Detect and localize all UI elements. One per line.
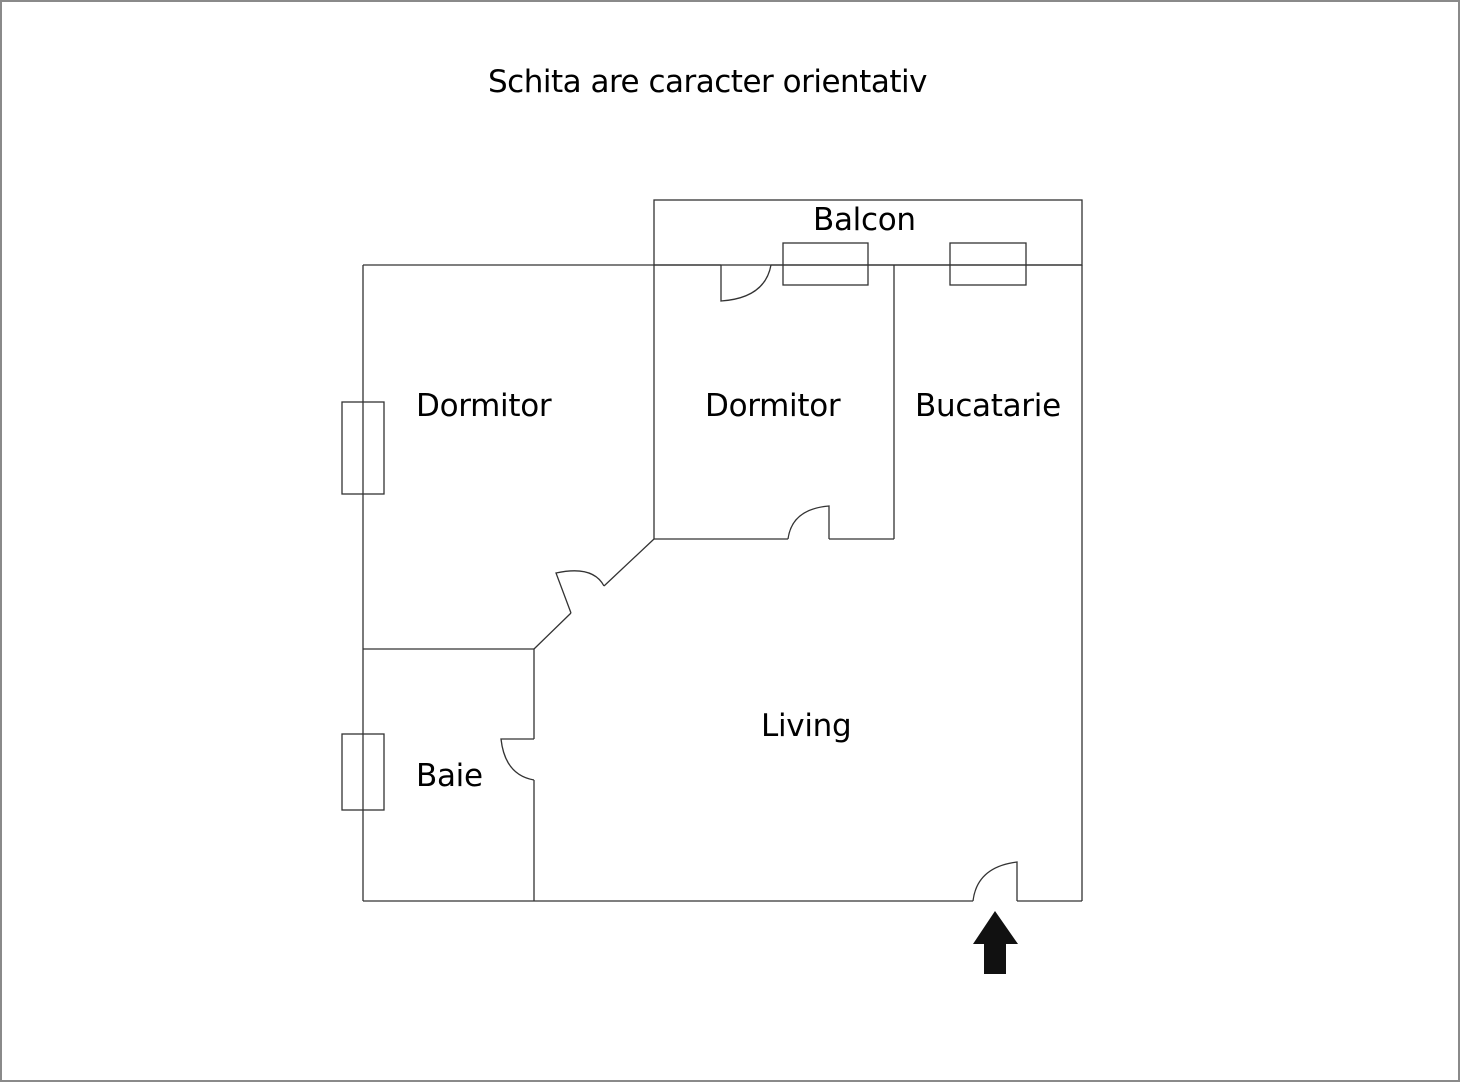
room-label-dormitor-2: Dormitor [705,388,841,424]
room-label-bucatarie: Bucatarie [915,388,1061,424]
window-bucatarie-top [949,242,1027,286]
door-baie [500,738,535,781]
page-title: Schita are caracter orientativ [488,64,927,100]
door-dormitor-1 [555,570,605,614]
room-label-baie: Baie [416,758,483,794]
room-label-living: Living [761,708,852,744]
window-dormitor-left [341,401,385,495]
room-label-balcon: Balcon [813,202,916,238]
door-dormitor-2 [787,505,830,540]
arrow-up-icon [973,911,1018,974]
door-entrance [972,861,1018,902]
door-balcony [720,264,772,302]
room-label-dormitor-1: Dormitor [416,388,552,424]
window-baie-left [341,733,385,811]
window-dormitor-top [782,242,869,286]
